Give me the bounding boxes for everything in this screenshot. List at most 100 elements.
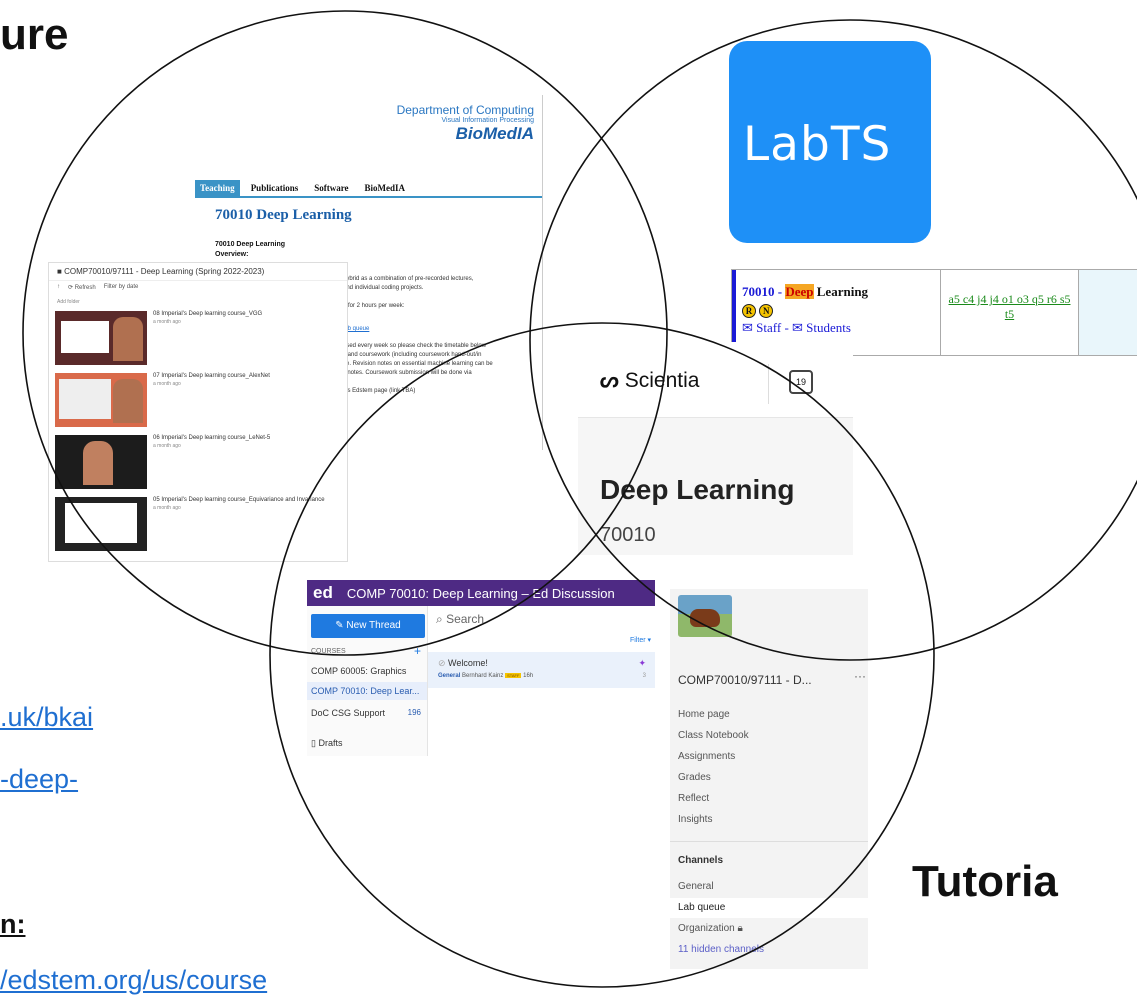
text-line: e's Edstem page (link TBA) <box>343 388 416 394</box>
nav-reflect[interactable]: Reflect <box>678 793 710 804</box>
tab-teaching[interactable]: Teaching <box>195 180 240 196</box>
unread-count: 196 <box>407 708 421 717</box>
thread-item[interactable]: ⊘ Welcome!✦ General Bernhard Kainz STAFF… <box>428 652 655 688</box>
video-item[interactable]: 05 Imperial's Deep learning course_Equiv… <box>49 493 347 555</box>
video-title: 08 Imperial's Deep learning course_VGG <box>153 311 263 317</box>
drafts-item[interactable]: ▯ Drafts <box>307 734 427 752</box>
channel-general[interactable]: General <box>678 881 714 892</box>
labts-logo-text: LabTS <box>743 117 892 172</box>
thread-title: Welcome! <box>448 658 488 668</box>
biomedia-logo: BioMedIA <box>455 124 534 143</box>
badge-n: N <box>759 304 774 318</box>
nav-home[interactable]: Home page <box>678 709 730 720</box>
scientia-icon: ᔕ <box>600 369 619 392</box>
search-icon: ⌕ <box>436 612 447 626</box>
channel-name: Organization <box>678 923 735 934</box>
nav-assignments[interactable]: Assignments <box>678 751 736 762</box>
add-course-icon[interactable]: + <box>413 644 421 658</box>
channel-organization[interactable]: Organization 🔒︎ <box>670 919 868 939</box>
calendar-icon[interactable]: 19 <box>789 370 813 394</box>
badge-r: R <box>742 304 756 318</box>
students-mail-link[interactable]: ✉ Students <box>792 320 851 335</box>
ed-logo[interactable]: ed <box>313 583 333 602</box>
staff-badge: STAFF <box>505 673 522 678</box>
text-line: ze. Revision notes on essential machine … <box>343 361 493 367</box>
video-title: 07 Imperial's Deep learning course_AlexN… <box>153 373 270 379</box>
video-item[interactable]: 08 Imperial's Deep learning course_VGG a… <box>49 307 347 369</box>
thread-age: 16h <box>523 673 534 679</box>
video-item[interactable]: 06 Imperial's Deep learning course_LeNet… <box>49 431 347 493</box>
course-url-line-2[interactable]: -deep- <box>0 764 79 794</box>
teams-panel: COMP70010/97111 - D... ··· Home page Cla… <box>670 589 868 969</box>
text-line: and individual coding projects. <box>343 285 424 291</box>
text-line: s and coursework (including coursework h… <box>343 352 482 358</box>
text-line: il notes. Coursework submission will be … <box>343 370 472 376</box>
course-item[interactable]: DoC CSG Support 196 <box>307 704 427 722</box>
course-item-selected[interactable]: COMP 70010: Deep Lear... <box>307 682 427 700</box>
panopto-panel: ■ COMP70010/97111 - Deep Learning (Sprin… <box>48 262 348 562</box>
labts-tasks-cell: a5 c4 j4 j4 o1 o3 q5 r6 s5 t5 <box>940 270 1078 355</box>
new-thread-button[interactable]: ✎ New Thread <box>311 614 425 638</box>
refresh-button[interactable]: ⟳ Refresh <box>68 285 96 291</box>
ed-sidebar: ✎ New Thread COURSES + COMP 60005: Graph… <box>307 606 427 756</box>
overview-text: hybrid as a combination of pre-recorded … <box>343 275 538 396</box>
filter-button[interactable]: Filter ▾ <box>629 637 651 644</box>
pin-icon: ✦ <box>638 658 646 668</box>
labts-logo: LabTS <box>729 41 931 243</box>
lab-queue-link[interactable]: lab queue <box>343 326 370 332</box>
video-age: a month ago <box>153 319 181 325</box>
section-title: 70010 Deep Learning <box>215 241 286 248</box>
video-thumbnail <box>55 435 147 489</box>
labts-empty-cell <box>1078 270 1137 355</box>
tab-publications[interactable]: Publications <box>250 183 299 193</box>
text-line: used every week so please check the time… <box>343 343 487 349</box>
search-input[interactable]: ⌕ Search <box>436 612 484 627</box>
tab-biomedia[interactable]: BioMedIA <box>364 183 406 193</box>
thread-author: Bernhard Kainz <box>462 673 504 679</box>
hidden-channels-link[interactable]: 11 hidden channels <box>678 944 764 955</box>
biomedia-header: Department of Computing Visual Informati… <box>397 103 534 144</box>
divider <box>768 364 769 404</box>
nav-insights[interactable]: Insights <box>678 814 713 825</box>
text-line: d for 2 hours per week: <box>343 303 405 309</box>
drafts-label: Drafts <box>318 738 343 748</box>
labts-course-code[interactable]: 70010 - <box>742 284 786 299</box>
up-button[interactable]: ↑ <box>57 284 60 290</box>
search-placeholder: Search <box>446 612 485 626</box>
more-options-icon[interactable]: ··· <box>854 669 866 683</box>
team-name[interactable]: COMP70010/97111 - D... <box>678 673 812 687</box>
course-item[interactable]: COMP 60005: Graphics <box>307 662 427 680</box>
nav-class-notebook[interactable]: Class Notebook <box>678 730 749 741</box>
link-icon: ⊘ <box>438 658 449 668</box>
biomedia-nav: Teaching Publications Software BioMedIA <box>195 180 542 198</box>
module-code: 70010 <box>600 524 656 546</box>
staff-mail-link[interactable]: ✉ Staff <box>742 320 782 335</box>
ed-course-title: COMP 70010: Deep Learning – Ed Discussio… <box>346 585 615 601</box>
channel-lab-queue[interactable]: Lab queue <box>670 898 868 918</box>
department-sub: Visual Information Processing <box>441 117 534 124</box>
channels-header: Channels <box>678 855 724 866</box>
edstem-url[interactable]: /edstem.org/us/course <box>0 965 268 995</box>
video-age: a month ago <box>153 381 181 387</box>
video-title: 05 Imperial's Deep learning course_Equiv… <box>153 497 325 503</box>
ed-discussion-panel: ed COMP 70010: Deep Learning – Ed Discus… <box>307 580 655 756</box>
folder-title: ■ COMP70010/97111 - Deep Learning (Sprin… <box>49 263 347 281</box>
add-folder[interactable]: Add folder <box>57 299 80 305</box>
course-name: DoC CSG Support <box>311 708 386 718</box>
nav-grades[interactable]: Grades <box>678 772 711 783</box>
edstem-heading: n: <box>0 909 26 939</box>
labts-task-links[interactable]: a5 c4 j4 j4 o1 o3 q5 r6 s5 t5 <box>948 292 1071 321</box>
filter-date-button[interactable]: Filter by date <box>103 284 139 290</box>
overview-label: Overview: <box>215 251 249 258</box>
divider <box>670 841 868 842</box>
video-thumbnail <box>55 373 147 427</box>
folder-name: COMP70010/97111 - Deep Learning (Spring … <box>64 267 265 276</box>
courses-label: COURSES <box>311 648 346 655</box>
ed-header: ed COMP 70010: Deep Learning – Ed Discus… <box>307 580 655 606</box>
video-item[interactable]: 07 Imperial's Deep learning course_AlexN… <box>49 369 347 431</box>
tab-software[interactable]: Software <box>314 183 349 193</box>
course-url-line-1[interactable]: .uk/bkai <box>0 702 94 732</box>
